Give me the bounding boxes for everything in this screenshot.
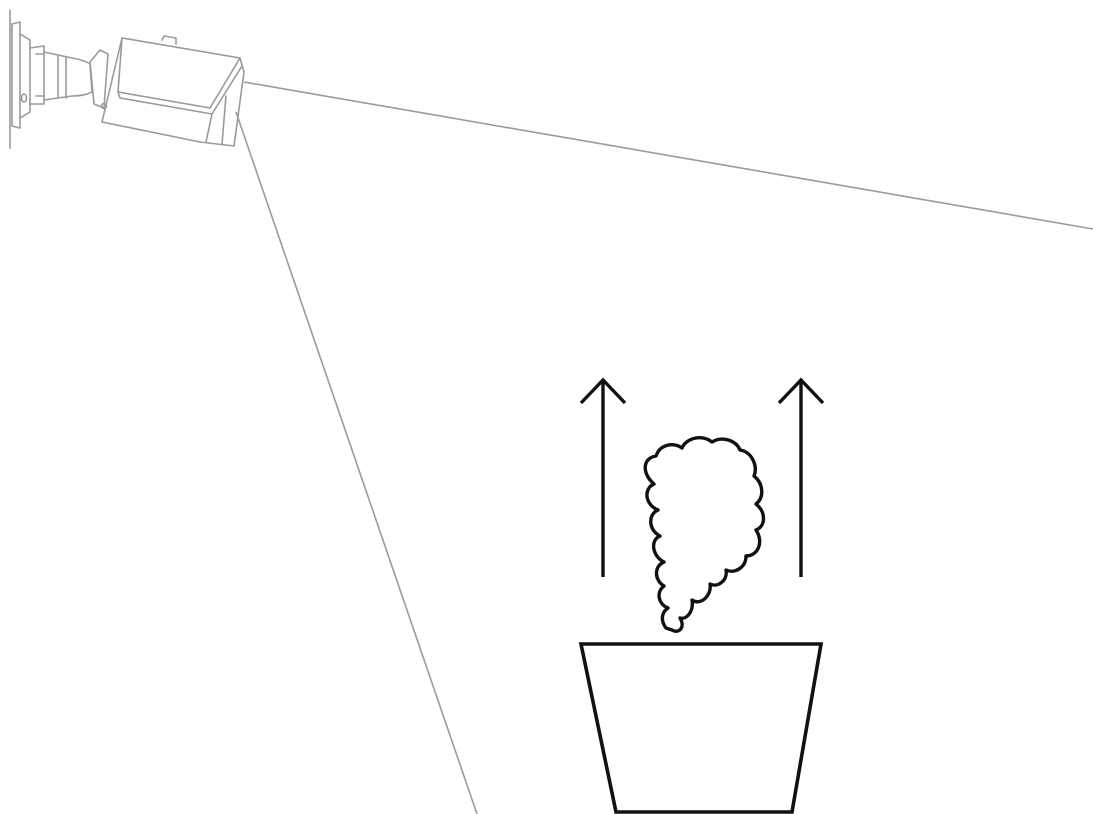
camera-bracket bbox=[43, 51, 93, 101]
camera-visor-edge bbox=[117, 65, 243, 115]
up-arrow-icon bbox=[777, 377, 825, 577]
camera-bracket-joint bbox=[57, 55, 67, 99]
camera-screw bbox=[100, 102, 108, 110]
wall-mount-plate bbox=[11, 21, 21, 129]
smoke-cloud-icon bbox=[643, 436, 766, 633]
up-arrows bbox=[579, 377, 825, 577]
camera-arm-inner bbox=[35, 53, 45, 97]
mount-screw bbox=[20, 93, 28, 103]
camera-visor bbox=[117, 37, 241, 109]
wall-mount-flange bbox=[19, 33, 31, 119]
security-camera-icon bbox=[9, 9, 245, 149]
camera-lens-face bbox=[205, 95, 227, 145]
up-arrow-icon bbox=[579, 377, 627, 577]
camera-top-tab bbox=[161, 35, 177, 45]
view-line-lower bbox=[235, 111, 478, 814]
camera-neck bbox=[89, 49, 109, 109]
camera-arm bbox=[29, 45, 45, 105]
view-line-upper bbox=[243, 81, 1093, 230]
bucket-icon bbox=[578, 642, 824, 814]
field-of-view-lines bbox=[235, 81, 1093, 814]
